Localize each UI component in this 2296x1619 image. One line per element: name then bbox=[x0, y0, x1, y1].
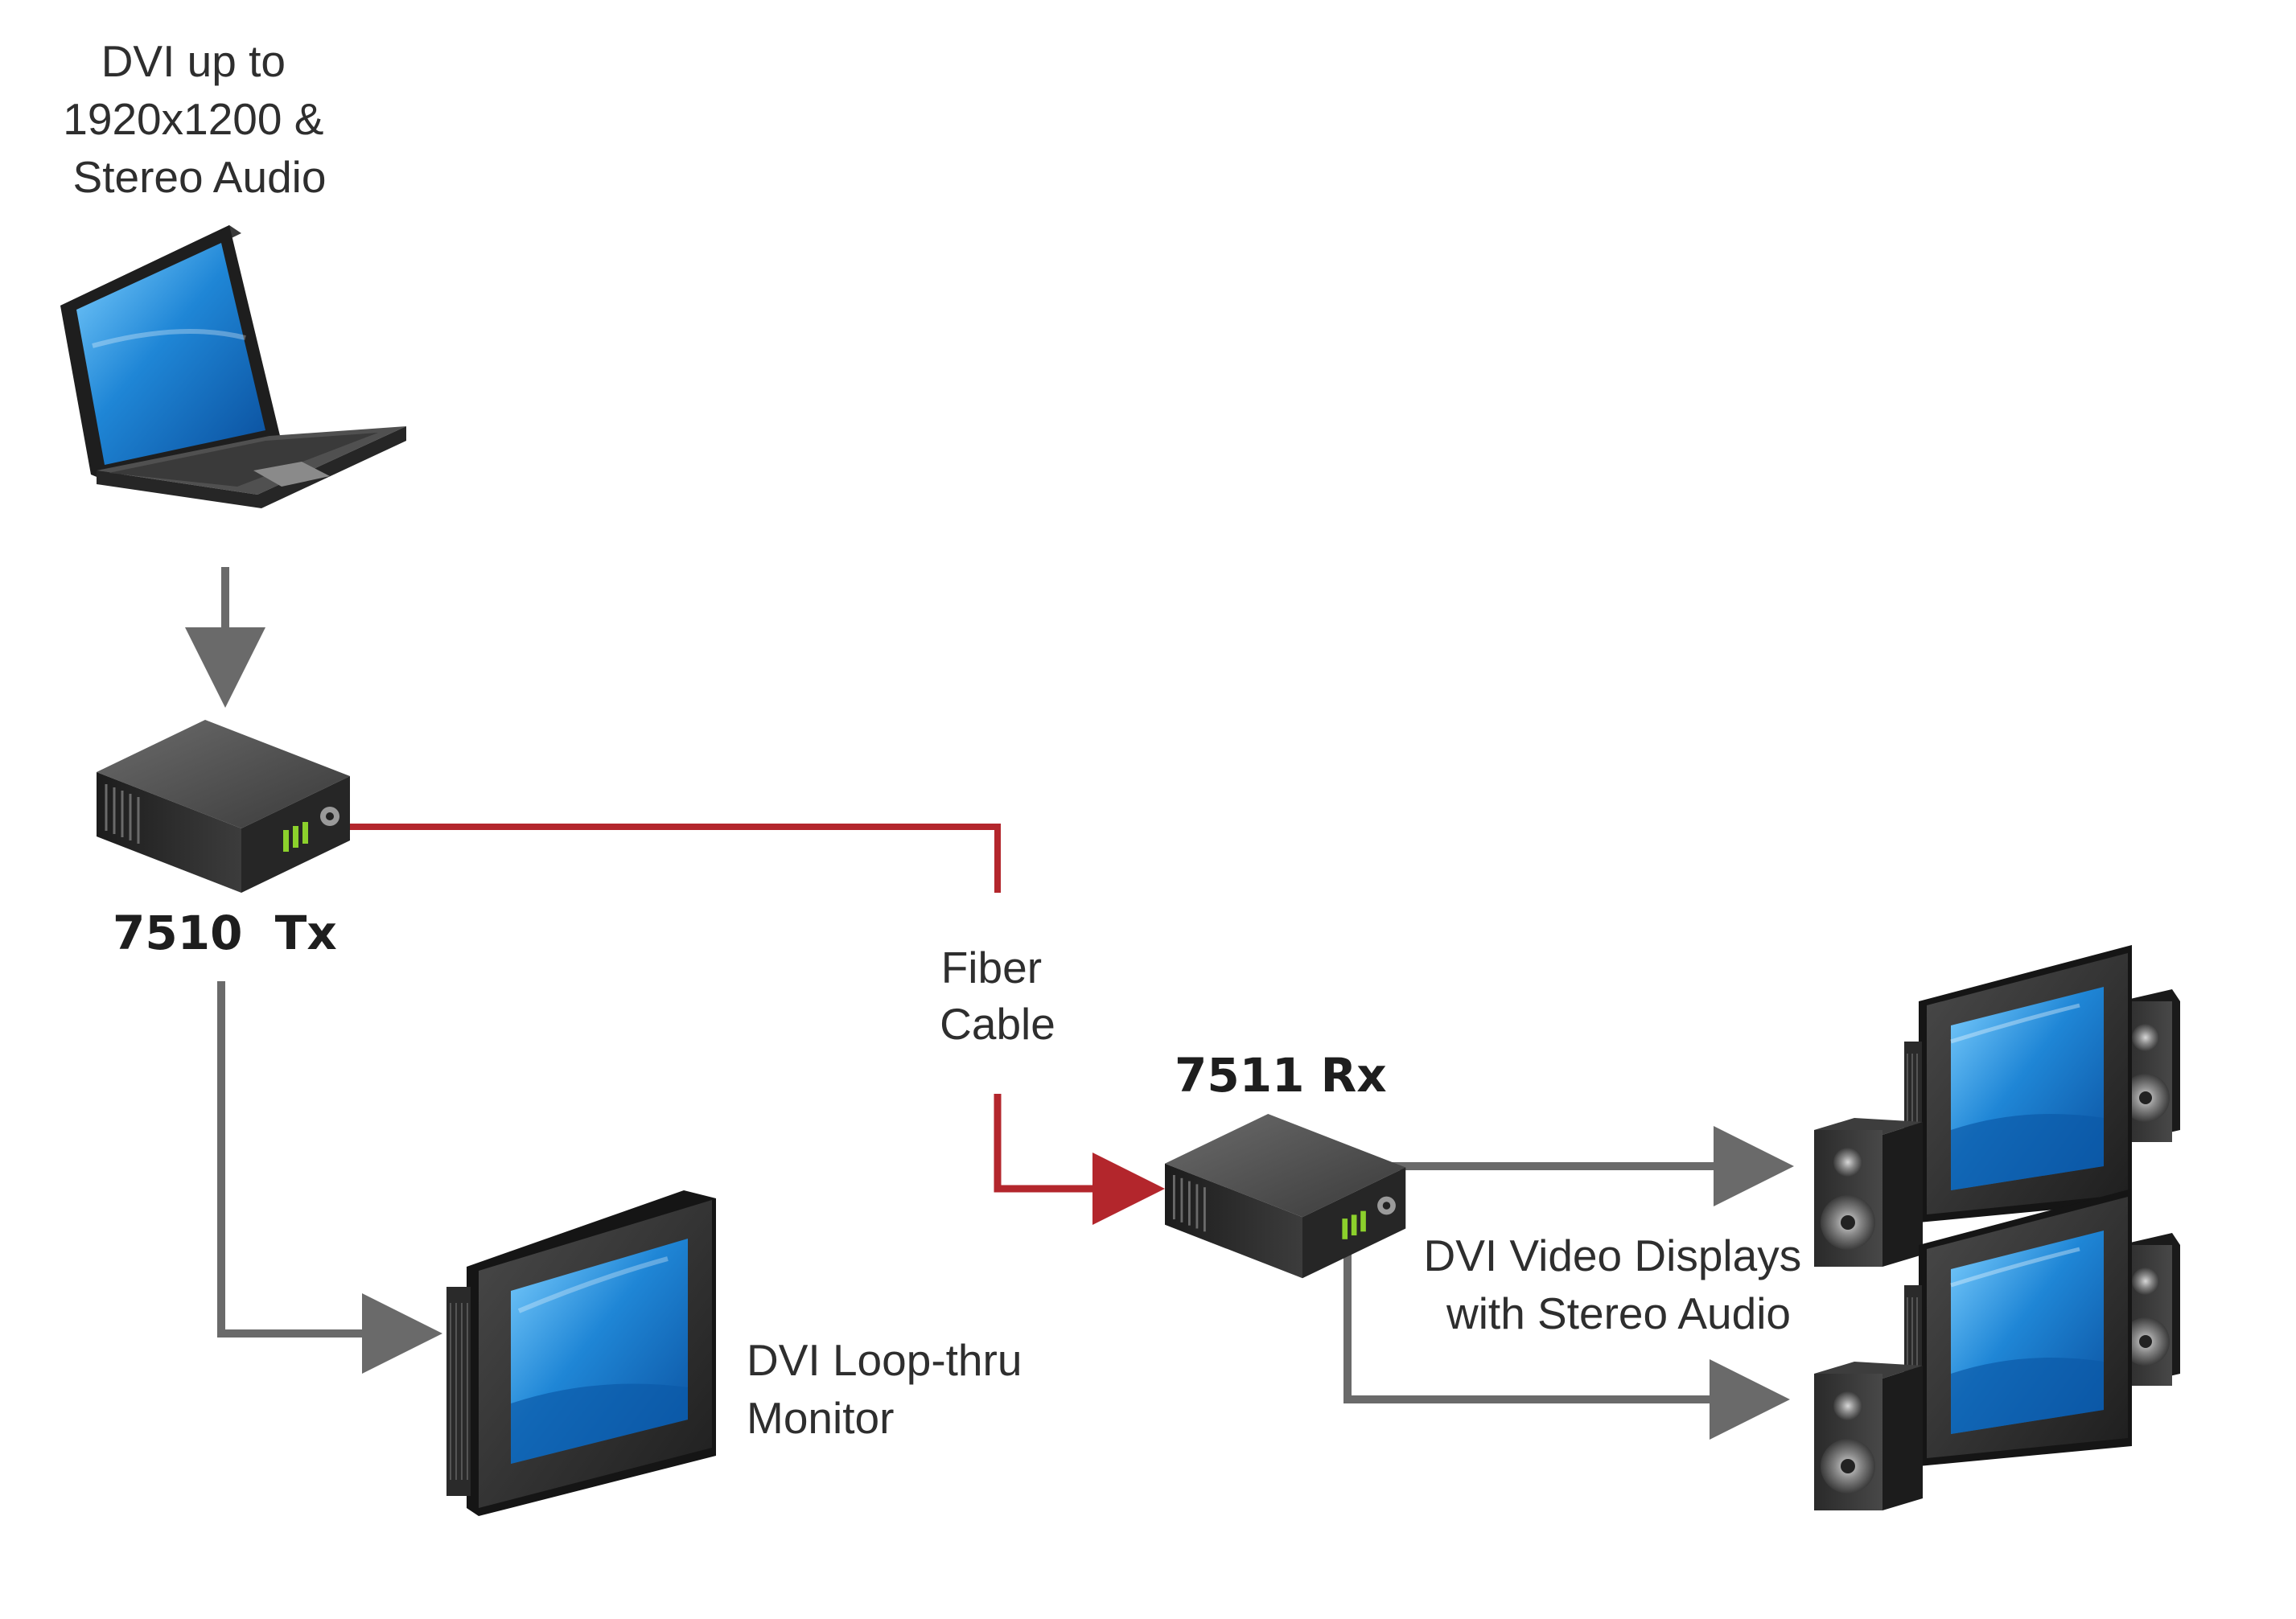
loop-monitor-label: DVI Loop-thru Monitor bbox=[747, 1335, 1035, 1443]
displays-label-line: DVI Video Displays bbox=[1423, 1231, 1801, 1280]
receiver-label: 7511 Rx bbox=[1175, 1048, 1387, 1103]
tx-to-loop-monitor-arrow bbox=[217, 981, 442, 1374]
displays-label-line: with Stereo Audio bbox=[1446, 1288, 1791, 1338]
fiber-cable-lower-arrow bbox=[994, 1094, 1165, 1225]
loop-monitor-label-line: Monitor bbox=[747, 1393, 894, 1443]
fiber-cable-label-line: Cable bbox=[940, 999, 1055, 1049]
transmitter-label: 7510 Tx bbox=[113, 906, 337, 960]
laptop-icon bbox=[60, 225, 406, 508]
source-label-line: DVI up to bbox=[101, 36, 286, 86]
receiver-box-icon bbox=[1165, 1114, 1406, 1279]
source-label-line: 1920x1200 & bbox=[63, 94, 323, 144]
fiber-cable-label: Fiber Cable bbox=[940, 943, 1055, 1049]
source-label: DVI up to 1920x1200 & Stereo Audio bbox=[63, 36, 335, 202]
transmitter-box-icon bbox=[97, 720, 350, 893]
source-label-line: Stereo Audio bbox=[73, 152, 327, 202]
rx-to-display-bottom-arrow bbox=[1343, 1206, 1790, 1440]
fiber-cable-upper bbox=[338, 824, 1001, 893]
loop-monitor-label-line: DVI Loop-thru bbox=[747, 1335, 1022, 1385]
fiber-cable-label-line: Fiber bbox=[941, 943, 1042, 992]
monitor-icon bbox=[446, 1190, 716, 1516]
connectors bbox=[185, 567, 1794, 1440]
displays-label: DVI Video Displays with Stereo Audio bbox=[1423, 1231, 1813, 1338]
